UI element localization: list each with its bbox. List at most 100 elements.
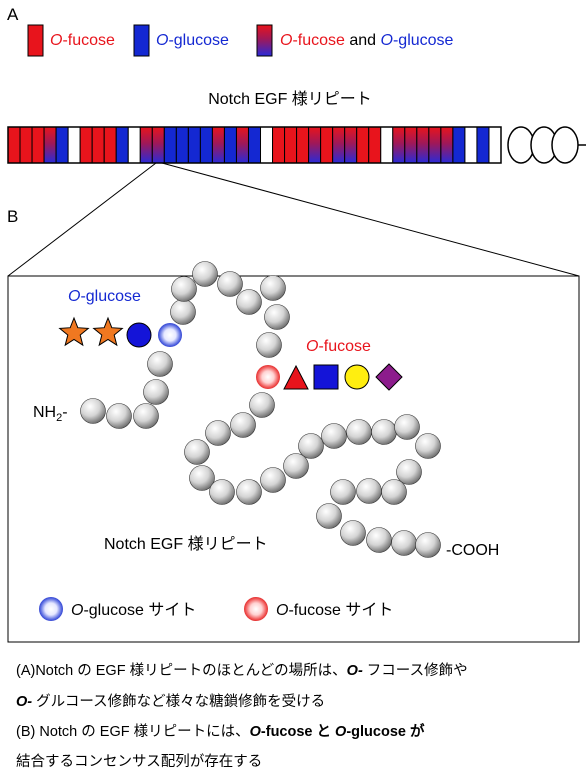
legend-fucose-swatch (27, 24, 44, 57)
panel-b-label: B (7, 207, 18, 226)
amino-acid-bead (133, 403, 159, 429)
xylose-star-icon (58, 316, 90, 347)
amino-acid-chain (80, 261, 441, 558)
caption-b-line-2: 結合するコンセンサス配列が存在する (16, 754, 263, 770)
fucose-site-bead (256, 365, 280, 389)
panel-a-label: A (7, 5, 19, 24)
glucose-site-bead (158, 323, 182, 347)
egf-repeat (247, 126, 262, 164)
egf-repeat (344, 126, 358, 164)
legend-glucose-site-label: O-glucose サイト (71, 602, 196, 619)
amino-acid-bead (371, 419, 397, 445)
oval-domain-1 (507, 126, 535, 164)
egf-repeat (416, 126, 430, 164)
egf-repeat (476, 126, 490, 164)
amino-acid-bead (381, 479, 407, 505)
egf-repeat (284, 126, 298, 164)
amino-acid-bead (249, 392, 275, 418)
glucose-sugar-circle (126, 322, 152, 348)
glcnac-square-icon (313, 364, 339, 390)
egf-repeat (199, 126, 213, 164)
egf-repeat (127, 126, 141, 164)
egf-repeat (67, 126, 81, 164)
amino-acid-bead (356, 478, 382, 504)
legend-glucose-site-icon (39, 597, 63, 621)
zoom-line-right (161, 162, 580, 277)
legend-fucose-label: O-fucose (50, 32, 115, 49)
egf-repeat-bar (7, 126, 502, 164)
egf-repeat (139, 126, 153, 164)
n-terminus-label: NH2- (33, 404, 68, 424)
amino-acid-bead (170, 299, 196, 325)
zoom-line-left (7, 162, 157, 277)
fucose-triangle-icon (283, 364, 309, 390)
egf-repeat (103, 126, 117, 164)
chain-title: Notch EGF 様リピート (104, 535, 268, 553)
caption-a-line-1: (A)Notch の EGF 様リピートのほとんどの場所は、O- フコース修飾や (16, 663, 468, 679)
egf-repeat (187, 126, 201, 164)
amino-acid-bead (236, 479, 262, 505)
amino-acid-bead (106, 403, 132, 429)
amino-acid-bead (366, 527, 392, 553)
egf-repeat (211, 126, 225, 164)
egf-repeat (392, 126, 406, 164)
egf-repeat (79, 126, 93, 164)
amino-acid-bead (264, 304, 290, 330)
egf-repeat (488, 126, 502, 164)
egf-repeat (151, 126, 165, 164)
legend-both-label: O-fucose and O-glucose (280, 32, 454, 49)
sialic-acid-diamond-icon (375, 363, 403, 391)
amino-acid-bead (394, 414, 420, 440)
amino-acid-bead (346, 419, 372, 445)
amino-acid-bead (230, 412, 256, 438)
egf-repeat (272, 126, 286, 164)
caption-a-line-2: O- グルコース修飾など様々な糖鎖修飾を受ける (16, 694, 326, 710)
amino-acid-bead (192, 261, 218, 287)
egf-repeat-bar-outline (7, 126, 502, 164)
egf-repeat (235, 126, 249, 164)
amino-acid-bead (321, 423, 347, 449)
egf-repeat (464, 126, 478, 164)
amino-acid-bead (330, 479, 356, 505)
amino-acid-bead (415, 532, 441, 558)
egf-repeat (7, 126, 21, 164)
o-glucose-label: O-glucose (68, 288, 141, 305)
galactose-circle-icon (344, 364, 370, 390)
egf-repeat (452, 126, 466, 164)
egf-repeat (308, 126, 322, 164)
legend-fucose-site-icon (244, 597, 268, 621)
egf-repeat (163, 126, 177, 164)
amino-acid-bead (391, 530, 417, 556)
egf-repeat (19, 126, 33, 164)
amino-acid-bead (260, 467, 286, 493)
egf-repeat (332, 126, 346, 164)
panel-b-frame (7, 275, 580, 643)
c-terminus-label: -COOH (446, 542, 499, 559)
caption-b-line-1: (B) Notch の EGF 様リピートには、O-fucose と O-glu… (16, 724, 425, 740)
legend-glucose-swatch (133, 24, 150, 57)
amino-acid-bead (316, 503, 342, 529)
amino-acid-bead (217, 271, 243, 297)
amino-acid-bead (415, 433, 441, 459)
egf-repeat (260, 126, 274, 164)
amino-acid-bead (184, 439, 210, 465)
egf-repeat (175, 126, 189, 164)
legend-glucose-label: O-glucose (156, 32, 229, 49)
o-fucose-label: O-fucose (306, 338, 371, 355)
xylose-star-icon (92, 316, 124, 347)
egf-repeat (404, 126, 418, 164)
legend-both-swatch (256, 24, 273, 57)
egf-repeat (296, 126, 310, 164)
egf-repeat (428, 126, 442, 164)
egf-repeat (43, 126, 57, 164)
egf-repeat (356, 126, 370, 164)
amino-acid-bead (80, 398, 106, 424)
oval-domain-3 (551, 126, 579, 164)
amino-acid-bead (396, 459, 422, 485)
amino-acid-bead (209, 479, 235, 505)
egf-repeat (440, 126, 454, 164)
legend-fucose-site-label: O-fucose サイト (276, 602, 393, 619)
amino-acid-bead (143, 379, 169, 405)
amino-acid-bead (171, 276, 197, 302)
